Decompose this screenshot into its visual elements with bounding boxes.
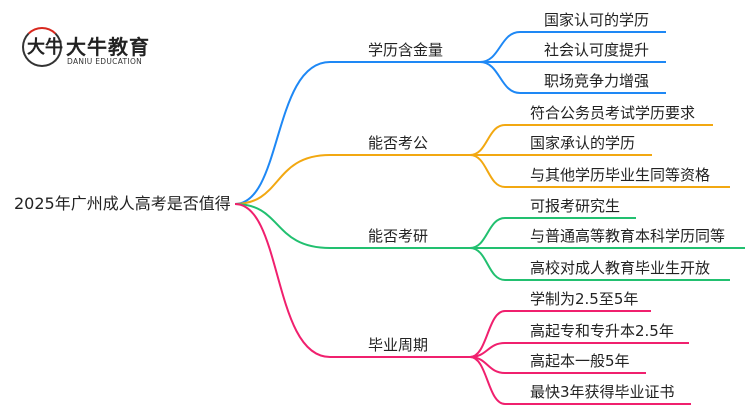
branch-connector — [234, 203, 470, 249]
leaf-connector — [479, 31, 666, 63]
branch-label[interactable]: 能否考研 — [368, 227, 429, 245]
branch-connector — [234, 203, 470, 358]
root-topic[interactable]: 2025年广州成人高考是否值得 — [14, 194, 231, 213]
leaf-label[interactable]: 学制为2.5至5年 — [530, 290, 639, 308]
branch-label[interactable]: 毕业周期 — [368, 336, 429, 354]
branch-label[interactable]: 学历含金量 — [368, 41, 444, 59]
logo-name: 大牛教育 — [66, 35, 150, 59]
leaf-label[interactable]: 社会认可度提升 — [544, 41, 650, 59]
leaf-connector — [469, 217, 636, 249]
leaf-label[interactable]: 最快3年获得毕业证书 — [530, 383, 675, 401]
logo-emblem-icon — [22, 27, 62, 67]
leaf-label[interactable]: 职场竞争力增强 — [544, 72, 650, 90]
daniu-logo: 大牛 大牛教育 DANIU EDUCATION — [22, 25, 172, 75]
leaf-label[interactable]: 与普通高等教育本科学历同等 — [530, 227, 726, 245]
leaf-label[interactable]: 高校对成人教育毕业生开放 — [530, 259, 711, 277]
leaf-label[interactable]: 可报考研究生 — [530, 197, 621, 215]
leaf-label[interactable]: 与其他学历毕业生同等资格 — [530, 166, 711, 184]
leaf-connector — [469, 124, 713, 156]
branch-connector — [234, 61, 480, 205]
logo-english: DANIU EDUCATION — [67, 57, 143, 66]
leaf-label[interactable]: 高起专和专升本2.5年 — [530, 322, 674, 340]
leaf-connector — [469, 356, 691, 405]
logo-mark: 大牛 — [27, 37, 63, 58]
leaf-label[interactable]: 符合公务员考试学历要求 — [530, 104, 696, 122]
leaf-connector — [469, 310, 651, 358]
leaf-label[interactable]: 高起本一般5年 — [530, 352, 630, 370]
branch-connector — [234, 154, 470, 205]
leaf-label[interactable]: 国家认可的学历 — [544, 11, 650, 29]
leaf-connector — [469, 154, 730, 188]
branch-label[interactable]: 能否考公 — [368, 134, 429, 152]
leaf-connector — [479, 61, 666, 94]
leaf-label[interactable]: 国家承认的学历 — [530, 134, 636, 152]
leaf-connector — [469, 247, 730, 281]
